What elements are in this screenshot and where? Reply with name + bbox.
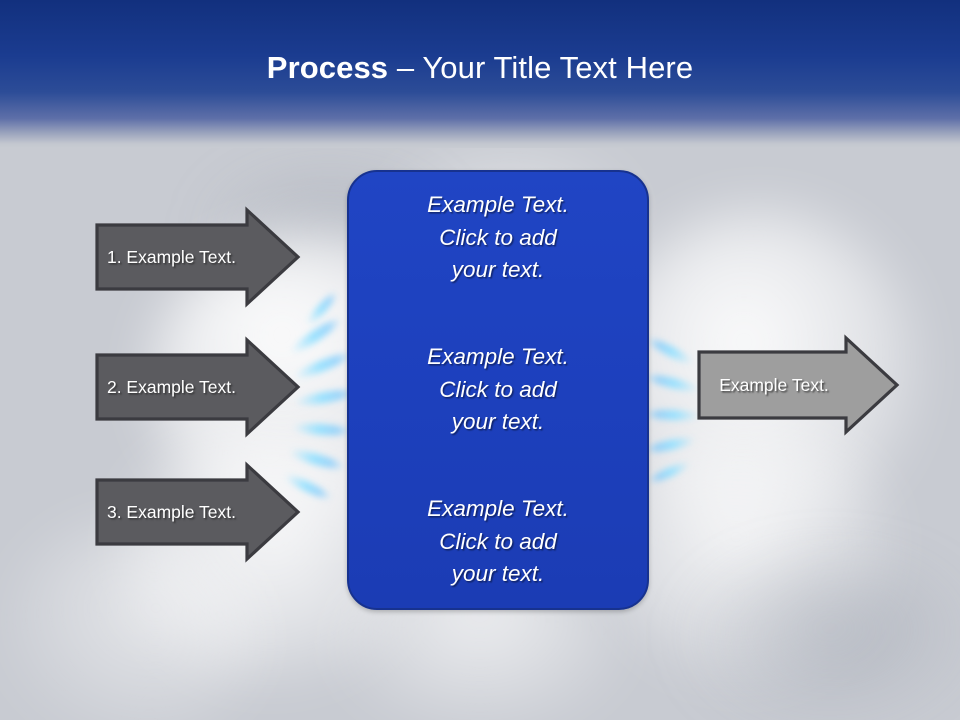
glowing-feather-icon bbox=[292, 348, 354, 383]
process-panel-block-3[interactable]: Example Text. Click to add your text. bbox=[427, 495, 569, 587]
output-arrow-label: Example Text. bbox=[719, 374, 829, 395]
glowing-feather-icon bbox=[643, 434, 697, 456]
background-shadow-shape bbox=[680, 560, 960, 720]
input-arrow-3[interactable]: 3. Example Text. bbox=[95, 461, 301, 563]
glowing-feather-icon bbox=[643, 409, 701, 421]
input-arrow-2[interactable]: 2. Example Text. bbox=[95, 336, 301, 438]
page-title-separator: – bbox=[388, 50, 423, 85]
glowing-feather-icon bbox=[646, 459, 692, 486]
page-title-rest: Your Title Text Here bbox=[422, 50, 694, 85]
glowing-feather-icon bbox=[303, 289, 341, 328]
page-title: Process – Your Title Text Here bbox=[0, 50, 960, 86]
arrow-right-icon bbox=[95, 461, 301, 563]
arrow-right-icon bbox=[95, 206, 301, 308]
title-banner bbox=[0, 0, 960, 148]
glowing-feather-icon bbox=[644, 334, 696, 368]
process-panel-block-2[interactable]: Example Text. Click to add your text. bbox=[427, 344, 569, 435]
process-panel-block-1[interactable]: Example Text. Click to add your text. bbox=[427, 192, 569, 283]
process-panel[interactable]: Example Text. Click to add your text. Ex… bbox=[347, 170, 649, 610]
background-soft-shape bbox=[610, 420, 890, 680]
input-arrow-1[interactable]: 1. Example Text. bbox=[95, 206, 301, 308]
arrow-right-icon bbox=[95, 336, 301, 438]
input-arrow-3-label: 3. Example Text. bbox=[106, 501, 237, 522]
glowing-feather-icon bbox=[643, 371, 701, 395]
input-arrow-2-label: 2. Example Text. bbox=[106, 376, 237, 397]
input-arrow-1-label: 1. Example Text. bbox=[106, 246, 237, 267]
output-arrow[interactable]: Example Text. bbox=[697, 334, 900, 436]
page-title-bold: Process bbox=[266, 50, 389, 85]
arrow-right-icon bbox=[697, 334, 900, 436]
glowing-feather-icon bbox=[291, 421, 353, 438]
